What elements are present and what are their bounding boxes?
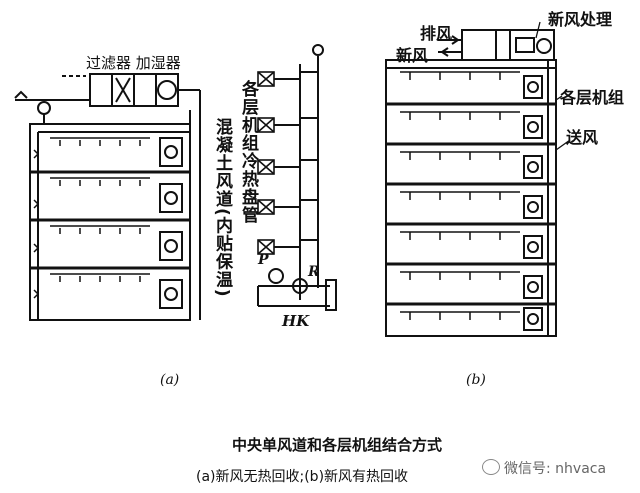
label-filter-humidifier: 过滤器 加湿器	[86, 54, 181, 72]
label-pump-p: P	[258, 252, 269, 268]
caption-a: (a)	[160, 372, 180, 388]
wechat-icon	[482, 459, 500, 475]
label-hk: HK	[282, 312, 310, 330]
label-fresh-air: 新风	[396, 46, 429, 65]
floor-units-a	[159, 137, 183, 309]
floor-slabs-a	[30, 170, 190, 270]
figure-subtitle: (a)新风无热回收;(b)新风有热回收	[196, 469, 409, 485]
figure-title: 中央单风道和各层机组结合方式	[232, 436, 443, 454]
concrete-duct-a	[189, 110, 201, 320]
caption-b: (b)	[466, 372, 486, 388]
supply-markers-a	[33, 149, 40, 299]
supply-duct-b	[547, 60, 557, 336]
rooftop-ahu-b	[438, 29, 555, 61]
ahu-a	[14, 73, 201, 124]
watermark-text: 微信号: nhvaca	[504, 461, 607, 477]
label-fresh-air-treatment: 新风处理	[548, 10, 613, 29]
floor-slabs-b	[386, 102, 556, 306]
leader-lines-b	[535, 21, 571, 151]
wechat-watermark: 微信号: nhvaca	[482, 458, 606, 478]
label-concrete-duct: 混凝土风道(内贴保温)	[212, 118, 232, 298]
label-exhaust: 排风	[420, 24, 453, 43]
diffusers-a	[50, 137, 150, 282]
floor-units-b	[523, 75, 543, 331]
building-b-outline	[385, 59, 557, 337]
label-floor-coils: 各层机组冷热盘管	[238, 80, 258, 224]
diffusers-b	[400, 71, 520, 320]
coil-piping	[257, 44, 337, 311]
label-floor-units: 各层机组	[560, 88, 625, 107]
label-valve-r: R	[308, 264, 320, 280]
label-supply-air: 送风	[566, 128, 599, 147]
